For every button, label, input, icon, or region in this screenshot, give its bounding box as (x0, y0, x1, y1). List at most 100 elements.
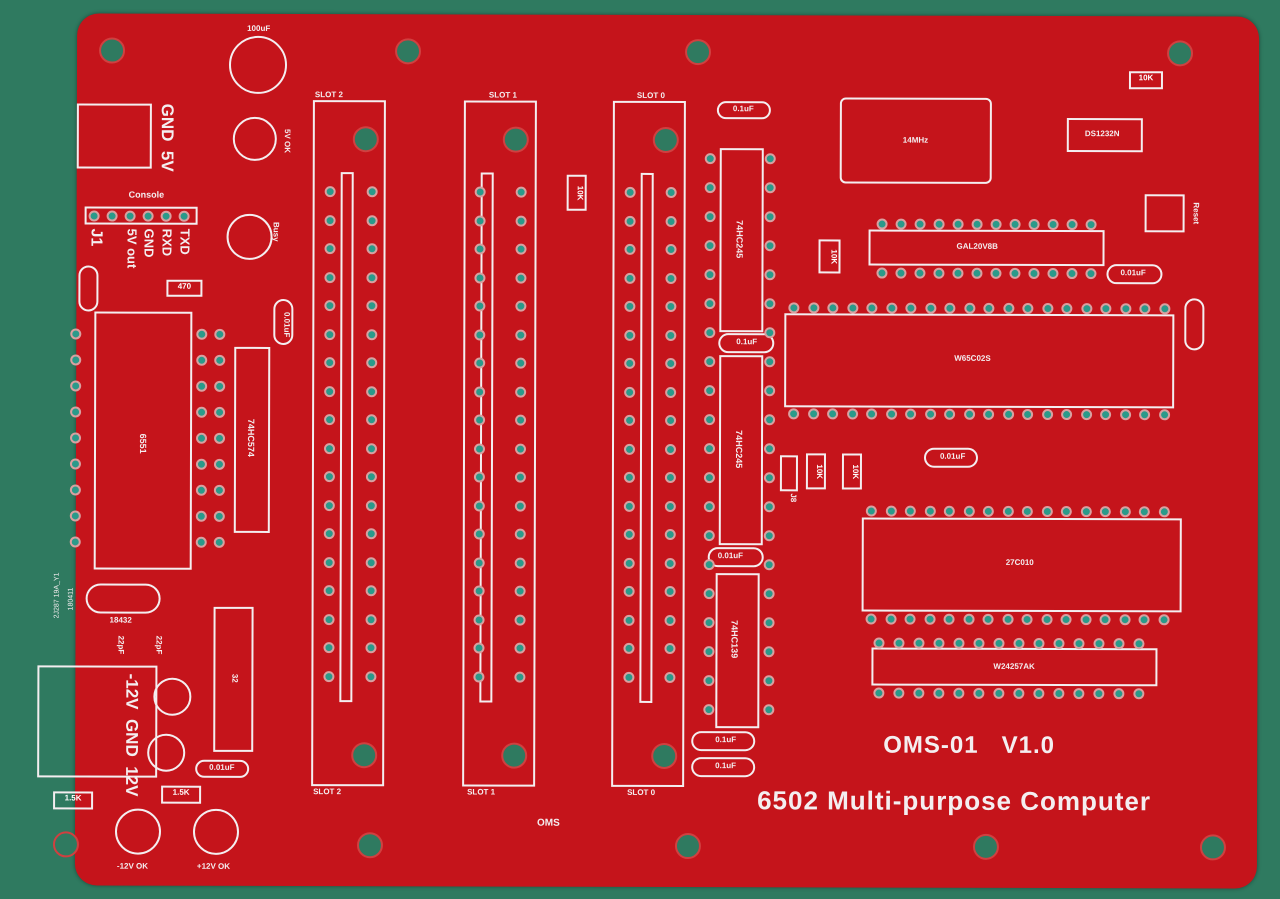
solder-pad (664, 443, 677, 455)
solder-pad (924, 302, 936, 314)
chip-w65c02s-label: W65C02S (954, 353, 991, 363)
resistor-10k: 10K (841, 453, 862, 490)
solder-pad (944, 408, 956, 420)
label-gnd: GND (157, 103, 177, 142)
solder-pad (1080, 614, 1092, 626)
solder-pad (973, 637, 985, 649)
pcb-board: GND 5V Console J1 5V out GND RXD TXD 100… (37, 13, 1260, 889)
solder-pad (704, 211, 716, 223)
cap-22pf-label: 22pF (116, 635, 126, 655)
solder-pad (885, 613, 897, 625)
solder-pad (665, 300, 677, 313)
slot-1[interactable] (462, 100, 537, 787)
crystal-marking: 2J287 19A_Y1 (53, 572, 61, 619)
mounting-hole (674, 833, 701, 860)
solder-pad (1022, 302, 1034, 314)
solder-pad (624, 386, 636, 398)
solder-pad (764, 182, 776, 194)
solder-pad (1100, 303, 1112, 315)
solder-pad (704, 240, 716, 252)
mounting-hole (651, 742, 678, 770)
chip-74hc245-2-label: 74HC245 (733, 430, 745, 469)
solder-pad (623, 671, 635, 683)
solder-pad (515, 414, 527, 426)
cap-label: 0.01uF (717, 551, 744, 561)
oms-logo: OMS (537, 817, 560, 829)
mounting-hole (501, 742, 528, 769)
solder-pad (196, 406, 208, 418)
label-pos12v: 12V (122, 766, 142, 797)
solder-pad (474, 328, 486, 341)
solder-pad (624, 186, 636, 198)
solder-pad (913, 687, 925, 699)
solder-pad (195, 484, 207, 496)
solder-pad (993, 687, 1005, 699)
solder-pad (196, 354, 208, 366)
mounting-hole (352, 126, 379, 153)
led-pos12-ok (192, 808, 240, 855)
reset-button[interactable] (1144, 194, 1185, 233)
solder-pad (1061, 303, 1073, 315)
solder-pad (1100, 409, 1112, 421)
model-text: OMS-01 (883, 731, 979, 759)
solder-pad (324, 328, 336, 340)
solder-pad (943, 505, 955, 517)
solder-pad (1080, 303, 1092, 315)
solder-pad (69, 458, 81, 470)
capacitor-100uf (228, 35, 288, 95)
solder-pad (623, 528, 635, 540)
mounting-hole (502, 126, 529, 153)
solder-pad (873, 687, 885, 699)
solder-pad (1158, 303, 1170, 315)
version-text: V1.0 (1001, 731, 1056, 760)
solder-pad (763, 501, 775, 513)
solder-pad (1028, 267, 1040, 279)
cap-22pf-label: 22pF (154, 635, 164, 655)
solder-pad (924, 613, 936, 625)
resistor-10k: 10K (1128, 71, 1163, 90)
solder-pad (69, 536, 81, 548)
solder-pad (764, 269, 776, 281)
solder-pad (515, 386, 527, 398)
solder-pad (323, 499, 335, 511)
solder-pad (876, 267, 888, 279)
slot-0-label: SLOT 0 (627, 787, 656, 797)
solder-pad (764, 356, 776, 368)
solder-pad (914, 267, 926, 279)
solder-pad (933, 218, 945, 230)
crystal-date: 180411 (67, 587, 75, 611)
solder-pad (665, 186, 677, 199)
solder-pad (366, 300, 378, 312)
solder-pad (963, 613, 975, 625)
chip-ds1232n-label: DS1232N (1084, 129, 1120, 139)
solder-pad (764, 153, 776, 165)
solder-pad (933, 637, 945, 649)
solder-pad (973, 687, 985, 699)
label-gnd-5v: GND 5V (157, 104, 177, 172)
jumper-j8[interactable] (779, 455, 798, 492)
solder-pad (366, 271, 378, 283)
resistor-1.5k: 1.5K (53, 791, 94, 810)
solder-pad (913, 637, 925, 649)
chip-74hc139-label: 74HC139 (729, 620, 740, 659)
solder-pad (1085, 268, 1097, 280)
solder-pad (70, 354, 82, 366)
solder-pad (324, 243, 336, 255)
solder-pad (365, 585, 377, 597)
solder-pad (473, 442, 486, 455)
solder-pad (514, 642, 526, 654)
solder-pad (924, 505, 936, 517)
solder-pad (624, 300, 636, 312)
solder-pad (366, 357, 378, 369)
solder-pad (704, 356, 716, 368)
solder-pad (703, 559, 715, 571)
mounting-hole (1167, 40, 1194, 67)
solder-pad (983, 408, 995, 420)
solder-pad (324, 414, 336, 426)
j1-label: J1 (87, 228, 105, 247)
solder-pad (474, 300, 486, 312)
solder-pad (704, 153, 716, 165)
solder-pad (788, 302, 800, 314)
solder-pad (366, 186, 378, 198)
solder-pad (764, 385, 776, 397)
